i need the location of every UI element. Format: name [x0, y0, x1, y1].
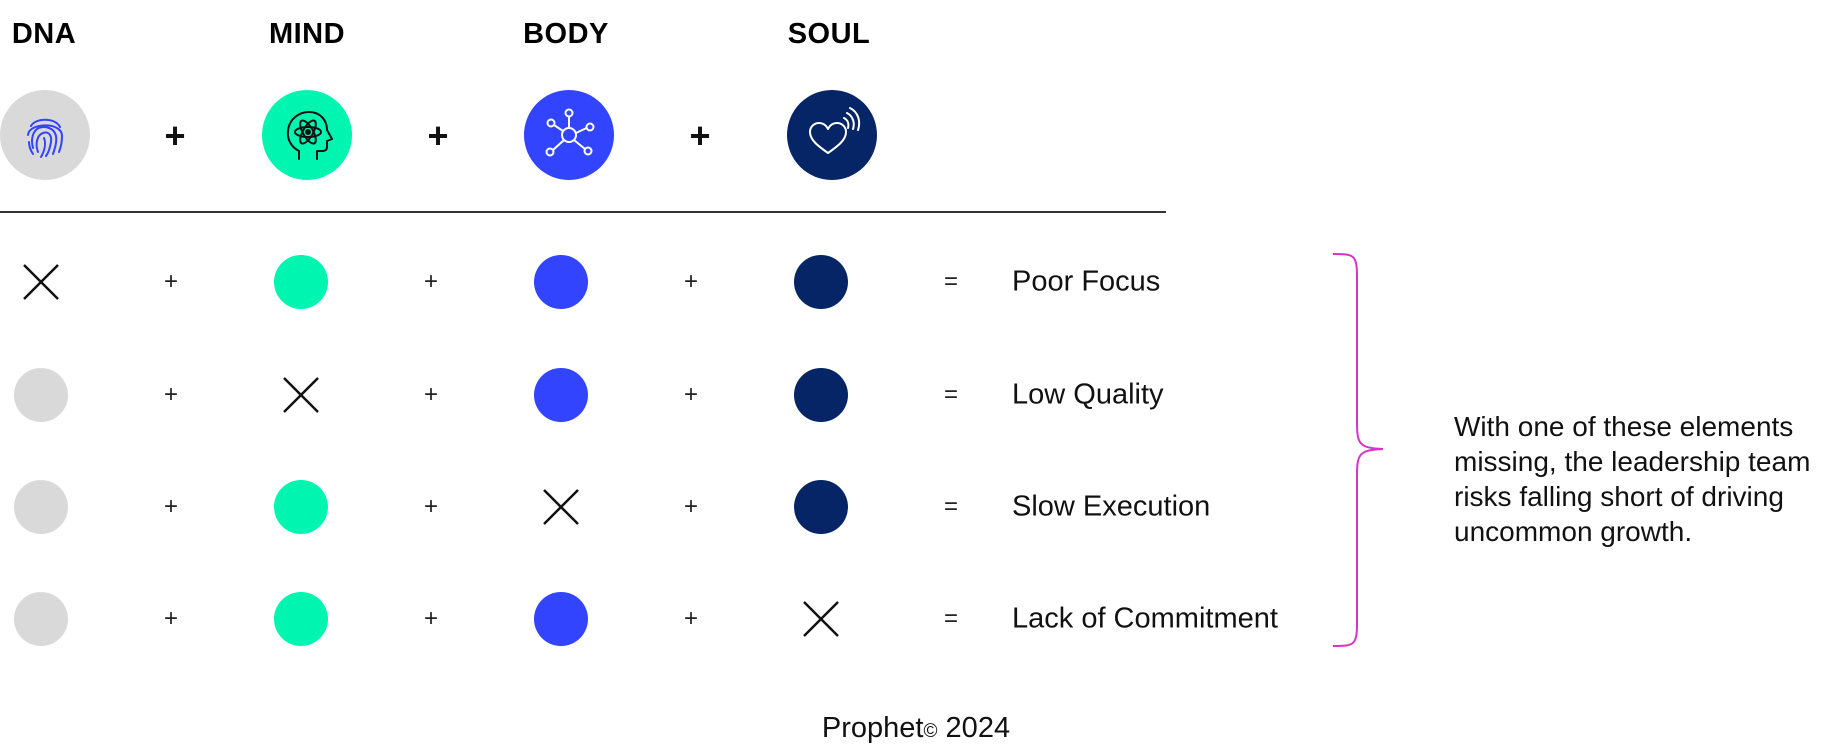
- element-dot-mind: [274, 480, 328, 534]
- missing-x-mark: [803, 601, 839, 637]
- header-plus-1: +: [164, 115, 186, 156]
- header-mind: MIND: [268, 18, 346, 50]
- body-circle: [524, 90, 614, 180]
- missing-x-mark: [23, 264, 59, 300]
- network-nodes-icon: [545, 108, 595, 157]
- row-plus-sign: +: [683, 605, 699, 632]
- element-dot-soul: [794, 368, 848, 422]
- header-soul: SOUL: [787, 18, 871, 50]
- header-body: BODY: [523, 18, 609, 50]
- fingerprint-icon: [27, 118, 64, 158]
- row-plus-sign: +: [163, 605, 179, 632]
- copyright-symbol: ©: [923, 721, 938, 742]
- row-plus-sign: +: [423, 605, 439, 632]
- header-dna: DNA: [11, 18, 77, 50]
- row-result-label: Lack of Commitment: [1012, 602, 1278, 635]
- heart-signal-icon: [809, 107, 861, 154]
- footer-brand: Prophet: [821, 712, 924, 744]
- soul-circle: [787, 90, 877, 180]
- element-dot-mind: [274, 255, 328, 309]
- row-result-label: Low Quality: [1012, 378, 1164, 411]
- row-plus-sign: +: [423, 493, 439, 520]
- row-plus-sign: +: [683, 268, 699, 295]
- dna-circle: [0, 90, 90, 180]
- missing-x-mark: [283, 377, 319, 413]
- element-dot-mind: [274, 592, 328, 646]
- element-dot-body: [534, 255, 588, 309]
- row-result-label: Poor Focus: [1012, 265, 1161, 298]
- row-equals-sign: =: [943, 381, 959, 408]
- row-plus-sign: +: [423, 268, 439, 295]
- element-dot-soul: [794, 255, 848, 309]
- row-plus-sign: +: [683, 493, 699, 520]
- element-dot-dna: [14, 480, 68, 534]
- divider-line: [0, 211, 1166, 213]
- element-dot-soul: [794, 480, 848, 534]
- row-plus-sign: +: [163, 493, 179, 520]
- row-plus-sign: +: [683, 381, 699, 408]
- mind-circle: [262, 90, 352, 180]
- element-dot-body: [534, 368, 588, 422]
- row-plus-sign: +: [163, 381, 179, 408]
- footer-year: 2024: [937, 712, 1011, 744]
- header-plus-3: +: [689, 115, 711, 156]
- row-equals-sign: =: [943, 493, 959, 520]
- footer-copyright: Prophet© 2024: [822, 712, 1010, 745]
- element-dot-body: [534, 592, 588, 646]
- row-equals-sign: =: [943, 605, 959, 632]
- element-dot-dna: [14, 592, 68, 646]
- row-plus-sign: +: [423, 381, 439, 408]
- brain-atom-icon: [286, 111, 333, 160]
- row-result-label: Slow Execution: [1012, 490, 1211, 523]
- missing-x-mark: [543, 489, 579, 525]
- row-plus-sign: +: [163, 268, 179, 295]
- element-dot-dna: [14, 368, 68, 422]
- header-plus-2: +: [427, 115, 449, 156]
- summary-note: With one of these elements missing, the …: [1454, 411, 1811, 547]
- row-equals-sign: =: [943, 268, 959, 295]
- brace-bracket: [1332, 253, 1384, 647]
